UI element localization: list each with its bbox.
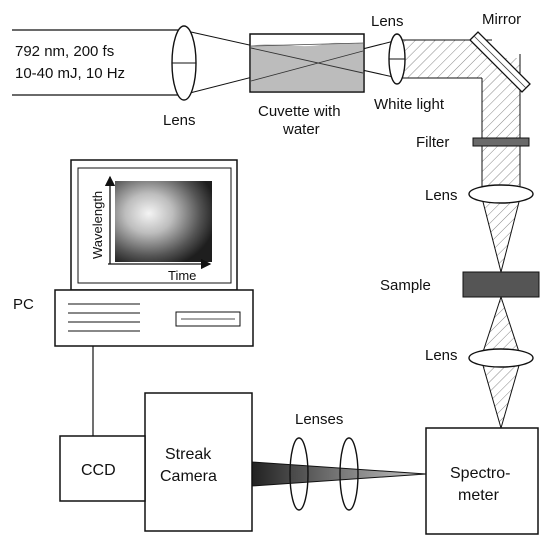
pc-base [54,289,254,347]
laser-spec-line1: 792 nm, 200 fs [15,43,114,60]
sample-slab [462,271,540,298]
mirror-label: Mirror [482,11,521,28]
white-light-label: White light [374,96,445,113]
laser-spec-line2: 10-40 mJ, 10 Hz [15,65,125,82]
cuvette-label-line1: Cuvette with [258,103,341,120]
lens-icon [468,184,534,204]
lenses-label: Lenses [295,411,343,428]
streak-camera-box [144,392,253,532]
filter-icon [472,137,530,147]
streak-image [115,181,212,262]
spectrometer-box [425,427,539,535]
streak-camera-label-line2: Camera [160,468,217,485]
pc-label: PC [13,296,34,313]
lens-collimate-label: Lens [371,13,404,30]
monitor-x-axis-label: Time [168,268,196,283]
monitor-y-axis-label: Wavelength [90,191,105,259]
lens-icon [171,25,197,101]
spectrometer-label-line2: meter [458,487,500,504]
lens-focus-label: Lens [163,112,196,129]
pc-monitor [70,159,238,291]
sample-label: Sample [380,277,431,294]
cuvette [249,33,365,93]
lens-icon [388,33,406,85]
streak-camera-label-line1: Streak [165,446,212,463]
ccd-box [59,435,146,502]
lens-sample-in-label: Lens [425,187,458,204]
ccd-label: CCD [81,462,116,479]
lens-icon [468,348,534,368]
filter-label: Filter [416,134,449,151]
spectrometer-label-line1: Spectro- [450,465,510,482]
lens-sample-out-label: Lens [425,347,458,364]
mirror-icon [469,31,531,93]
cuvette-label-line2: water [282,121,320,138]
output-beam [251,461,427,487]
lens-icon [289,437,359,511]
